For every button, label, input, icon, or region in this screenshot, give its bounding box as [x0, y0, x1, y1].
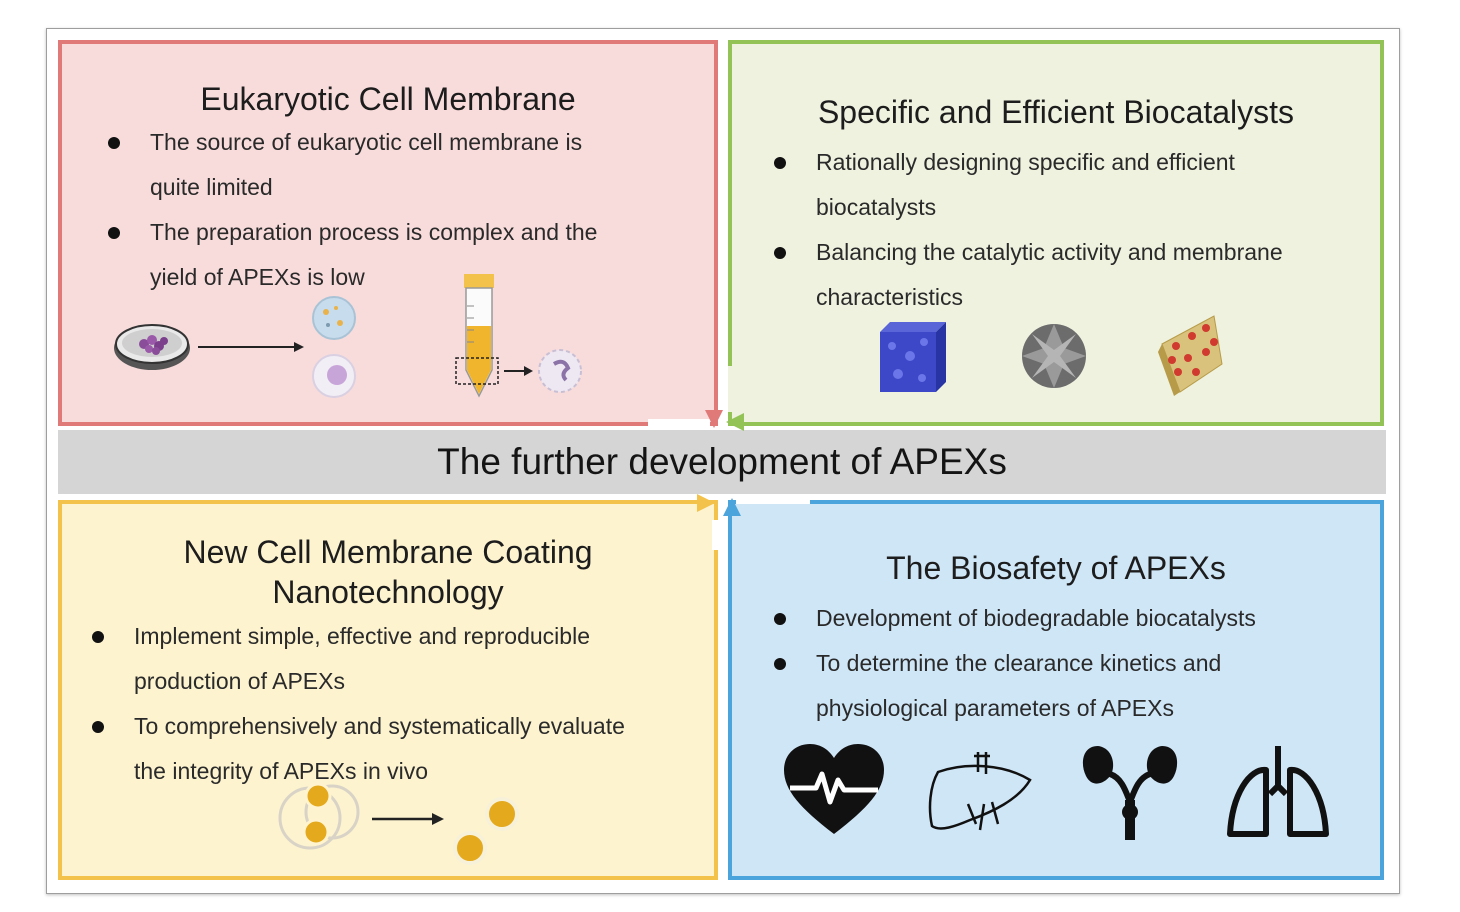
panel-title-line-2: Nanotechnology — [272, 574, 504, 610]
bullet-list: Rationally designing specific and effici… — [774, 140, 1283, 320]
cell-icon — [538, 349, 582, 393]
organ-icons — [784, 744, 1329, 840]
panel-title-line-1: New Cell Membrane Coating — [183, 534, 593, 570]
cell-icon — [312, 296, 356, 340]
bullet-item: Implement simple, effective and reproduc… — [92, 614, 625, 704]
porous-cube-icon — [880, 322, 946, 392]
bullet-list: Implement simple, effective and reproduc… — [92, 614, 625, 794]
coating-art — [278, 782, 519, 865]
bullet-item: The source of eukaryotic cell membrane i… — [107, 120, 597, 210]
membrane-extraction-art — [114, 274, 582, 398]
yellow-arrow-right — [697, 494, 715, 512]
panel-title: Eukaryotic Cell Membrane — [200, 81, 576, 117]
green-arrow-left — [726, 413, 744, 431]
bullet-item: Development of biodegradable biocatalyst… — [774, 596, 1256, 641]
blue-arrow-up — [723, 498, 741, 516]
petri-dish-icon — [114, 324, 190, 370]
cell-icon — [312, 354, 356, 398]
coated-nanoparticle-icon — [278, 782, 360, 850]
lung-icon — [1227, 746, 1329, 837]
panel-new-coating-nanotechnology: New Cell Membrane Coating Nanotechnology… — [58, 500, 718, 880]
bullet-item: To comprehensively and systematically ev… — [92, 704, 625, 794]
bullet-item: Balancing the catalytic activity and mem… — [774, 230, 1283, 320]
nanoflower-icon — [1022, 324, 1086, 388]
bullet-item: To determine the clearance kinetics and … — [774, 641, 1256, 731]
bullet-item: Rationally designing specific and effici… — [774, 140, 1283, 230]
panel-title: The Biosafety of APEXs — [886, 550, 1226, 586]
bullet-list: The source of eukaryotic cell membrane i… — [107, 120, 597, 300]
red-arrow-down — [705, 410, 723, 428]
coated-nanoparticle-icon — [453, 797, 519, 865]
kidney-icon — [1082, 746, 1178, 840]
nanosheet-icon — [1158, 315, 1223, 396]
bullet-list: Development of biodegradable biocatalyst… — [774, 596, 1256, 731]
panel-title: Specific and Efficient Biocatalysts — [817, 94, 1295, 130]
heart-icon — [784, 744, 884, 834]
bullet-item: The preparation process is complex and t… — [107, 210, 597, 300]
centrifuge-tube-icon — [455, 274, 499, 398]
liver-icon — [928, 752, 1032, 831]
center-banner: The further development of APEXs — [58, 430, 1386, 494]
biocatalyst-art — [880, 315, 1223, 396]
